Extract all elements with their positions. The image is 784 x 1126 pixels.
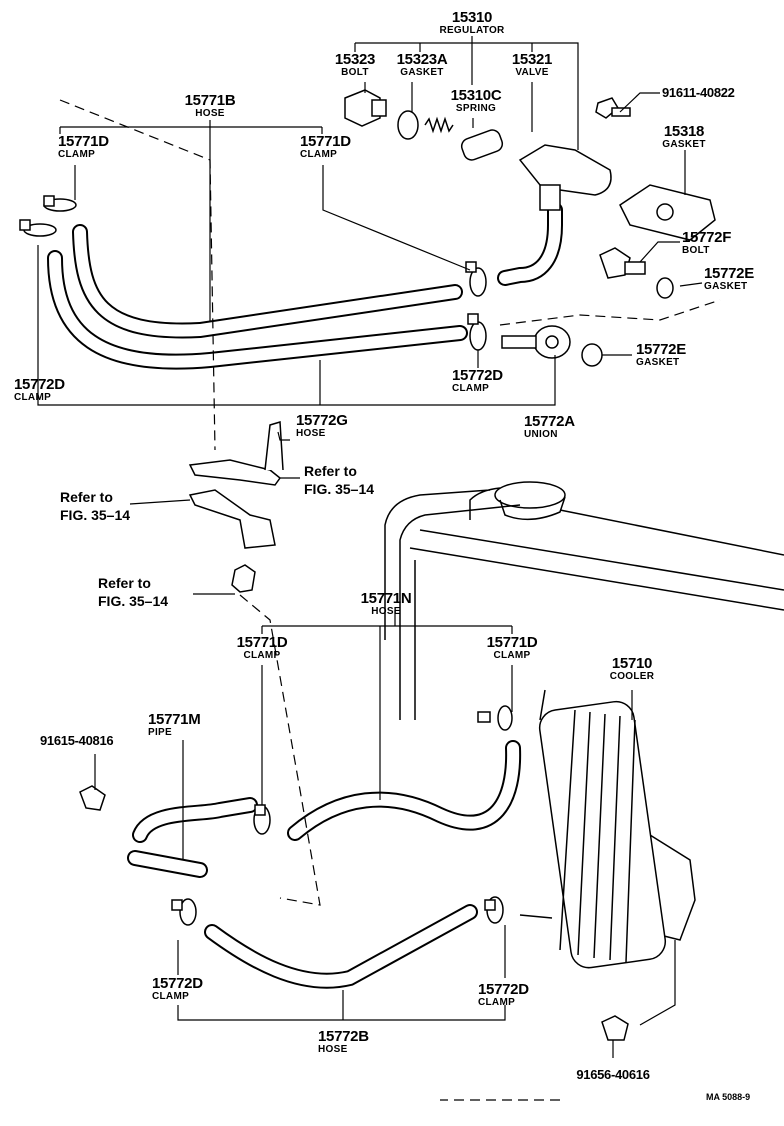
part-number: 15323: [334, 51, 376, 68]
part-number: 15318: [663, 123, 705, 140]
part-number: 91656-40616: [576, 1067, 650, 1082]
ref-text: Refer to: [304, 463, 357, 479]
part-number: 15771D: [300, 133, 351, 150]
part-label-91656-40616: 91656-40616: [576, 1067, 650, 1082]
part-number: 15310C: [450, 87, 502, 104]
figure-reference[interactable]: Refer to FIG. 35–14: [60, 488, 130, 524]
ref-text: Refer to: [98, 575, 151, 591]
ref-fig: FIG. 35–14: [98, 593, 169, 609]
part-name: CLAMP: [478, 997, 516, 1008]
part-name: HOSE: [318, 1044, 348, 1055]
part-name: PIPE: [148, 727, 172, 738]
radiator-outline: [384, 481, 784, 720]
part-number: 91615-40816: [40, 733, 114, 748]
part-number: 15772E: [704, 265, 754, 282]
figure-reference[interactable]: Refer to FIG. 35–14: [304, 462, 374, 498]
part-number: 15323A: [396, 51, 448, 68]
part-name: CLAMP: [452, 383, 490, 394]
part-number: 15771D: [236, 634, 288, 651]
part-label-91611-40822: 91611-40822: [662, 86, 735, 99]
part-label-91615-40816: 91615-40816: [40, 733, 114, 748]
ref-text: Refer to: [60, 489, 113, 505]
part-name: CLAMP: [243, 650, 281, 661]
part-name: REGULATOR: [439, 25, 505, 36]
figure-reference[interactable]: Refer to FIG. 35–14: [98, 574, 168, 610]
cooler-body: [519, 689, 696, 969]
part-name: UNION: [524, 429, 558, 440]
part-name: VALVE: [515, 67, 549, 78]
part-name: GASKET: [662, 139, 706, 150]
part-number: 15772B: [318, 1028, 369, 1045]
part-number: 15710: [611, 655, 653, 672]
part-number: 15310: [451, 9, 493, 26]
hoses: [47, 202, 563, 989]
part-number: 15772D: [14, 376, 65, 393]
part-name: CLAMP: [14, 392, 52, 403]
clamps: [19, 195, 513, 926]
leader-lines: [37, 36, 703, 1058]
part-number: 15321: [511, 51, 553, 68]
ref-fig: FIG. 35–14: [304, 481, 375, 497]
part-number: 15771D: [58, 133, 109, 150]
part-number: 15771D: [486, 634, 538, 651]
part-number: 15772D: [478, 981, 529, 998]
part-name: SPRING: [455, 103, 497, 114]
part-number: 15772D: [152, 975, 203, 992]
part-name: CLAMP: [58, 149, 96, 160]
drawing-code: MA 5088-9: [706, 1092, 751, 1102]
part-number: 15772F: [682, 229, 732, 246]
ref-fig: FIG. 35–14: [60, 507, 131, 523]
part-number: 15772E: [636, 341, 686, 358]
part-number: 15772G: [296, 412, 348, 429]
part-name: BOLT: [682, 245, 710, 256]
part-name: CLAMP: [152, 991, 190, 1002]
part-name: HOSE: [195, 108, 225, 119]
regulator-parts: [344, 89, 716, 367]
part-name: HOSE: [296, 428, 326, 439]
part-number: 15772D: [452, 367, 503, 384]
part-name: GASKET: [704, 281, 748, 292]
part-number: 15772A: [524, 413, 575, 430]
part-number: 91611-40822: [662, 85, 735, 100]
part-name: GASKET: [400, 67, 444, 78]
part-number: 15771N: [360, 590, 412, 607]
part-name: HOSE: [371, 606, 401, 617]
part-name: CLAMP: [300, 149, 338, 160]
part-name: BOLT: [341, 67, 369, 78]
part-name: COOLER: [609, 671, 655, 682]
part-name: CLAMP: [493, 650, 531, 661]
part-number: 15771B: [184, 92, 236, 109]
part-number: 15771M: [148, 711, 201, 728]
part-name: GASKET: [636, 357, 680, 368]
